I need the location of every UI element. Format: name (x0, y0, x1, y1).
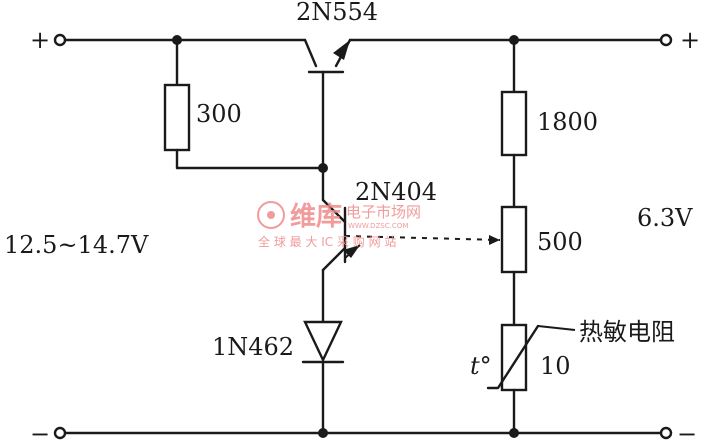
q2-emitter-lead (321, 246, 347, 272)
output-plus-terminal (659, 33, 673, 47)
output-minus-terminal (659, 426, 673, 440)
watermark-sub: 电子市场网 (346, 203, 421, 221)
resistor-1800 (500, 90, 528, 157)
potentiometer-500 (500, 205, 528, 274)
label-input-minus: − (30, 420, 50, 443)
thermistor-leader (537, 325, 576, 331)
label-output-plus: + (680, 26, 700, 54)
label-input-plus: + (30, 26, 50, 54)
input-minus-terminal (53, 426, 67, 440)
q1-collector-lead (303, 38, 318, 68)
watermark-brand: 维库 (290, 201, 342, 232)
diode-1n462 (303, 320, 343, 363)
label-1n462: 1N462 (212, 333, 294, 361)
input-plus-terminal (53, 33, 67, 47)
label-output-voltage: 6.3V (637, 204, 693, 232)
thermistor-10 (500, 323, 528, 392)
label-input-voltage: 12.5~14.7V (4, 231, 149, 259)
label-thermistor: 热敏电阻 (579, 318, 675, 346)
label-thermistor-symbol: t° (470, 352, 492, 380)
watermark-slogan: 全 球 最 大 IC 采 购 网 站 (258, 234, 396, 249)
q2-collector-lead (321, 198, 347, 224)
watermark-logo-icon (257, 201, 285, 229)
label-output-minus: − (677, 420, 697, 443)
label-1800: 1800 (537, 108, 598, 136)
wiper-link-dashed (344, 235, 501, 241)
watermark: 维库 电子市场网 WWW.DZSC.COM 全 球 最 大 IC 采 购 网 站 (257, 201, 421, 249)
watermark-site: WWW.DZSC.COM (348, 222, 408, 230)
label-300: 300 (196, 100, 242, 128)
resistor-300 (163, 83, 191, 152)
watermark-logo-center (267, 211, 275, 219)
q2-arrow-stem (344, 244, 361, 259)
label-2n404: 2N404 (355, 178, 437, 206)
q1-emitter-arrow (333, 40, 350, 60)
wiper-arrow (489, 235, 500, 245)
label-500: 500 (537, 228, 583, 256)
label-thermistor-value: 10 (540, 352, 571, 380)
thermistor-slash (486, 324, 540, 390)
label-2n554: 2N554 (296, 0, 378, 26)
